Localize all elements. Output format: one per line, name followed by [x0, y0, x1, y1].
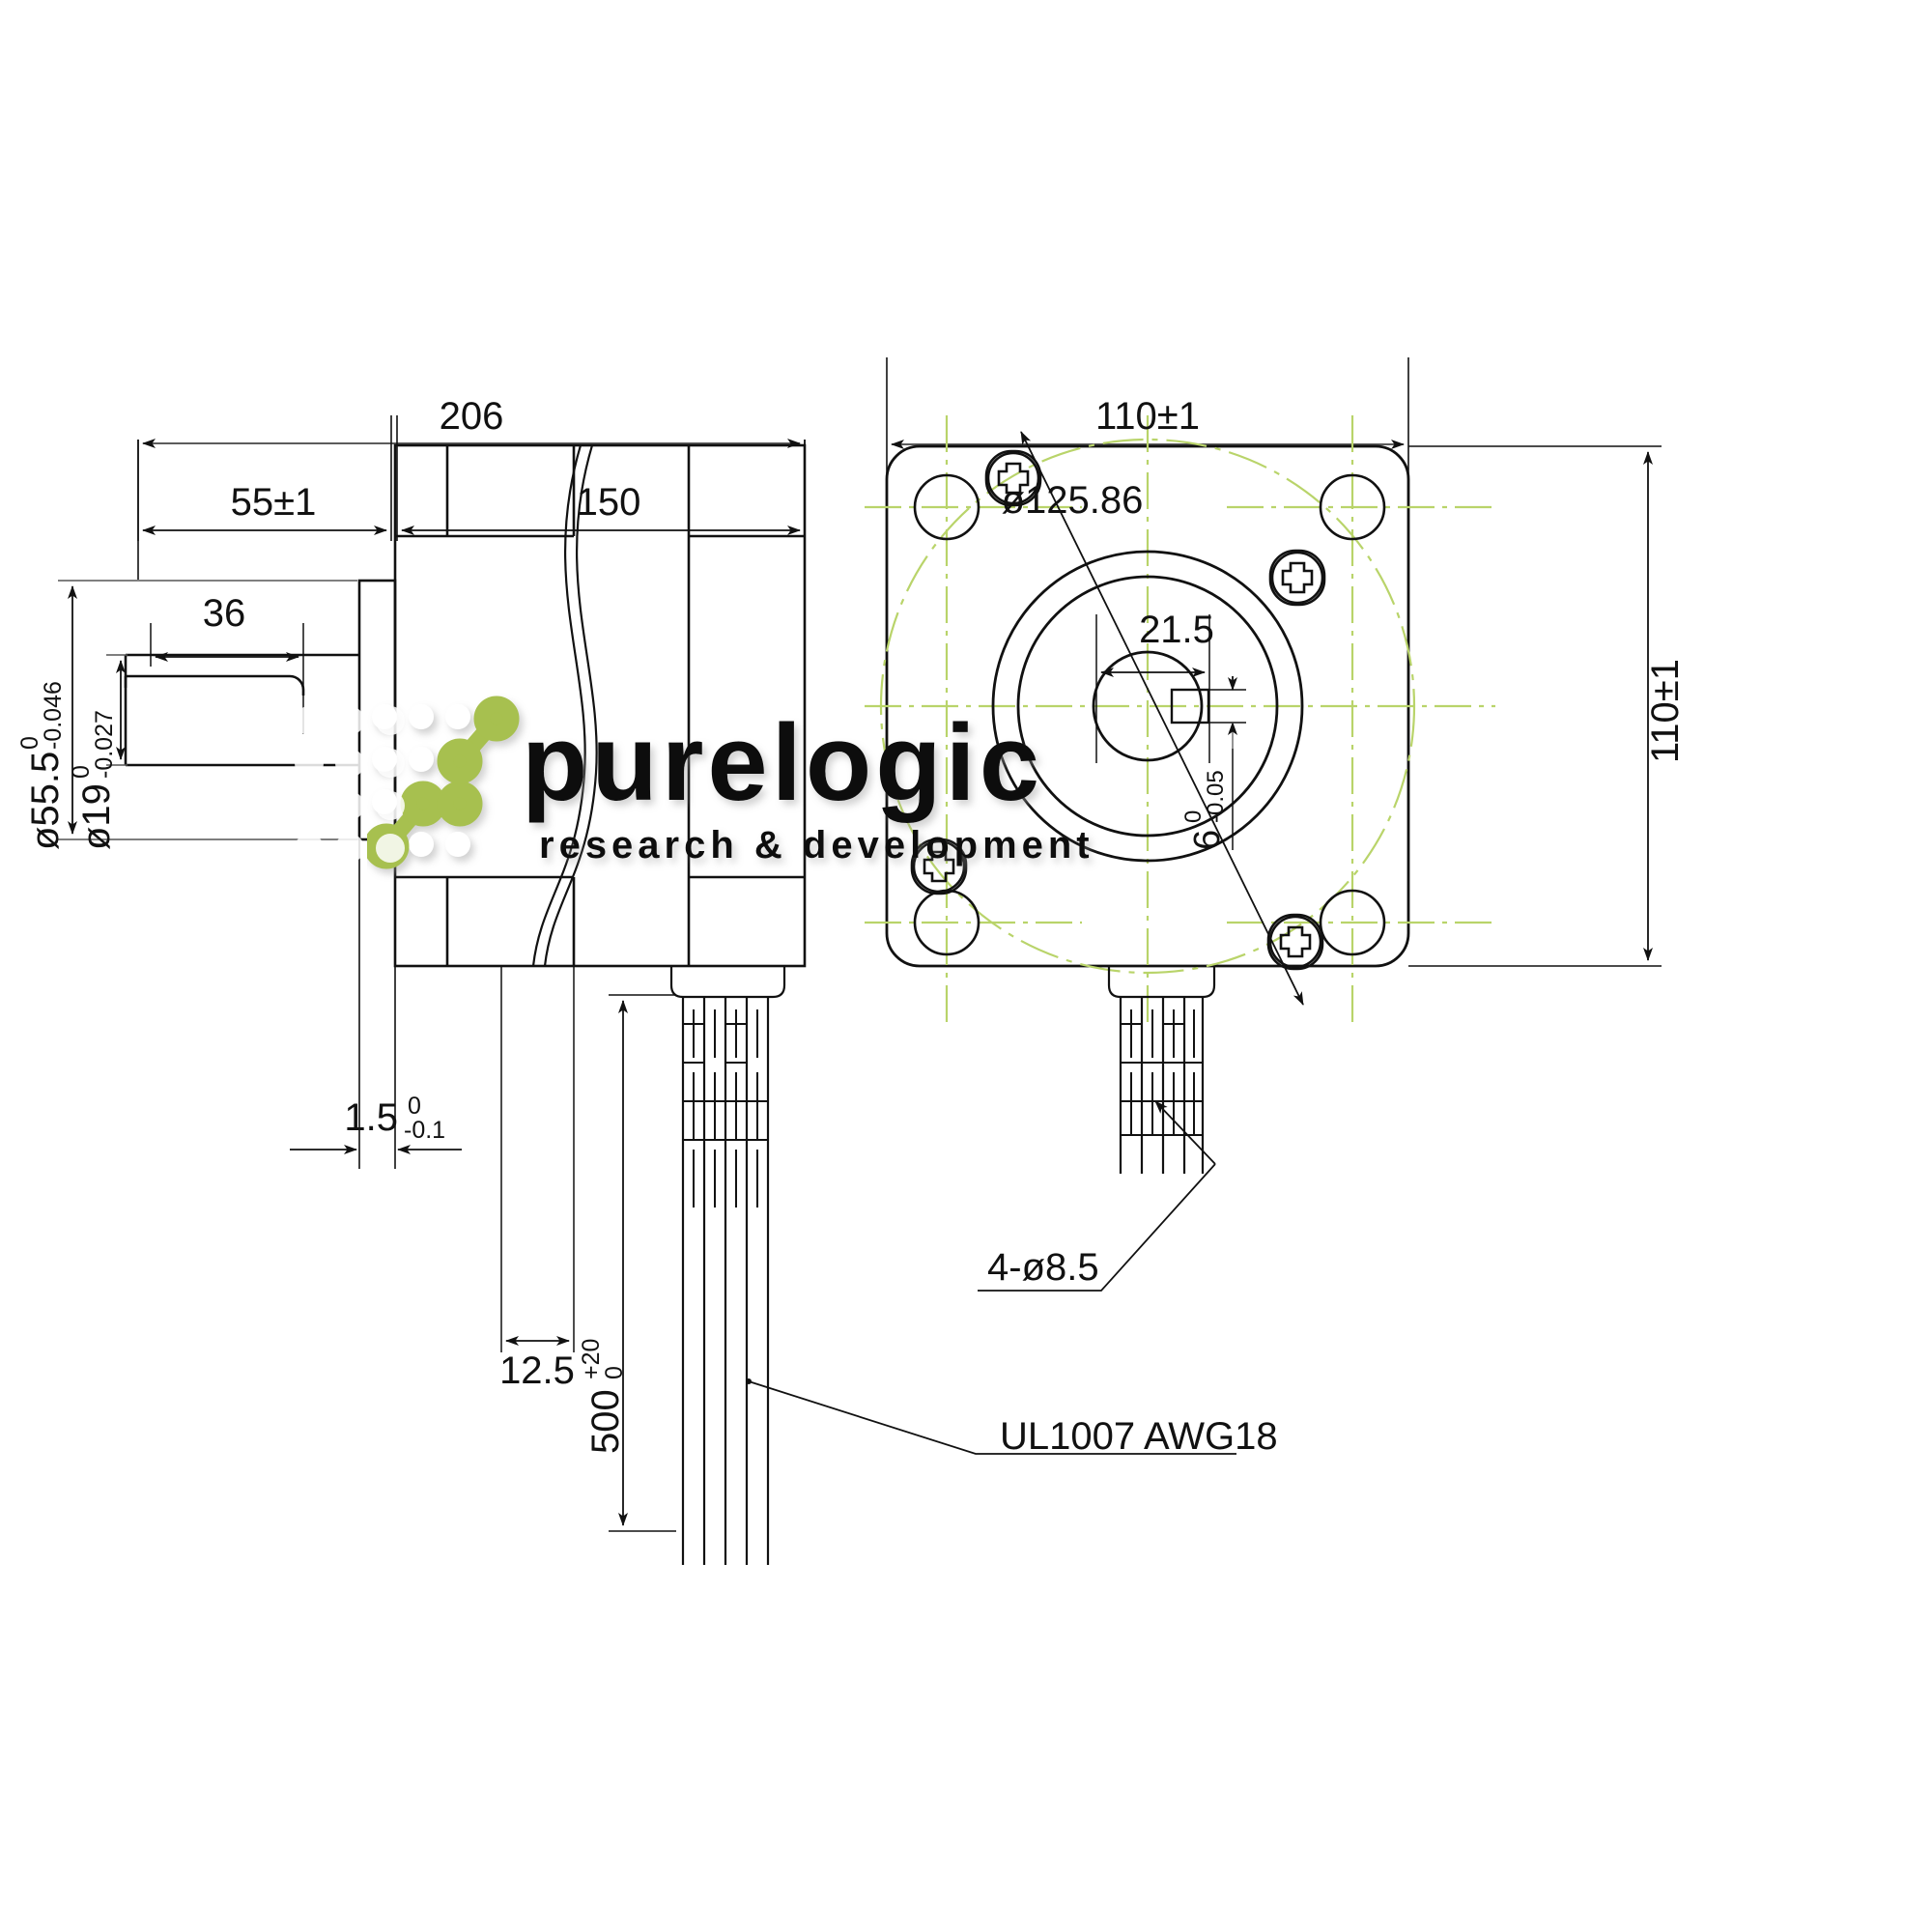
dim-frame-height: [1408, 445, 1662, 967]
label-shaft-diameter: ø19 0 -0.027: [68, 710, 118, 850]
label-shaft-length: 55±1: [231, 481, 317, 524]
label-lead-length: 500 +20 0: [578, 1339, 628, 1454]
label-cable-offset: 12.5: [499, 1350, 575, 1392]
label-body-length: 150: [577, 481, 641, 524]
dim-lead-length: [609, 994, 676, 1532]
svg-text:+20: +20: [578, 1339, 605, 1379]
svg-text:0: 0: [601, 1366, 628, 1379]
lead-wire-bundle-front: [1107, 966, 1216, 1174]
flange-and-shaft: [124, 579, 397, 841]
dim-shaft-diameter: [106, 654, 128, 766]
dim-shaft-length: [137, 415, 392, 541]
dim-cable-offset: [500, 966, 575, 1352]
label-shaft-flat-length: 36: [203, 592, 246, 635]
svg-text:0: 0: [1180, 810, 1207, 823]
svg-text:1.5: 1.5: [344, 1096, 398, 1139]
label-bolt-circle: ø125.86: [1002, 479, 1144, 522]
svg-text:6: 6: [1187, 830, 1228, 850]
svg-text:-0.046: -0.046: [40, 681, 67, 750]
break-line: [531, 444, 598, 967]
label-flange-thickness: 1.5 0 -0.1: [344, 1093, 445, 1144]
svg-text:0: 0: [16, 736, 43, 750]
svg-text:ø55.5: ø55.5: [24, 752, 67, 850]
svg-text:0: 0: [68, 765, 95, 779]
bolt-circle-leader: [1020, 431, 1304, 1006]
lead-wire-bundle-side: [669, 966, 786, 1565]
svg-text:110±1: 110±1: [1644, 659, 1687, 763]
label-key-flat-width: 21.5: [1139, 609, 1214, 651]
label-pilot-diameter: ø55.5 0 -0.046: [16, 681, 67, 850]
label-frame-width: 110±1: [1095, 395, 1200, 438]
svg-text:-0.027: -0.027: [91, 710, 118, 779]
svg-text:-0.1: -0.1: [404, 1117, 445, 1144]
label-frame-height: 110±1: [1644, 659, 1687, 763]
svg-text:0: 0: [408, 1093, 421, 1120]
center-lines: [865, 415, 1495, 1024]
label-overall-length: 206: [440, 395, 504, 438]
side-view-group: [58, 415, 1236, 1565]
wire-spec-leader: [746, 1378, 1236, 1455]
dim-shaft-flat: [150, 623, 304, 734]
front-view-group: [865, 357, 1662, 1292]
label-key-depth: 6 0 -0.05: [1180, 770, 1229, 850]
dim-flange-thickness: [290, 839, 462, 1169]
svg-text:ø19: ø19: [75, 783, 118, 850]
assembly-screws: [910, 449, 1326, 971]
mounting-holes: [913, 473, 1386, 956]
svg-text:-0.05: -0.05: [1203, 770, 1229, 823]
label-mounting-holes: 4-ø8.5: [987, 1246, 1099, 1289]
svg-text:500: 500: [584, 1389, 627, 1454]
label-wire-spec: UL1007 AWG18: [1000, 1415, 1278, 1458]
